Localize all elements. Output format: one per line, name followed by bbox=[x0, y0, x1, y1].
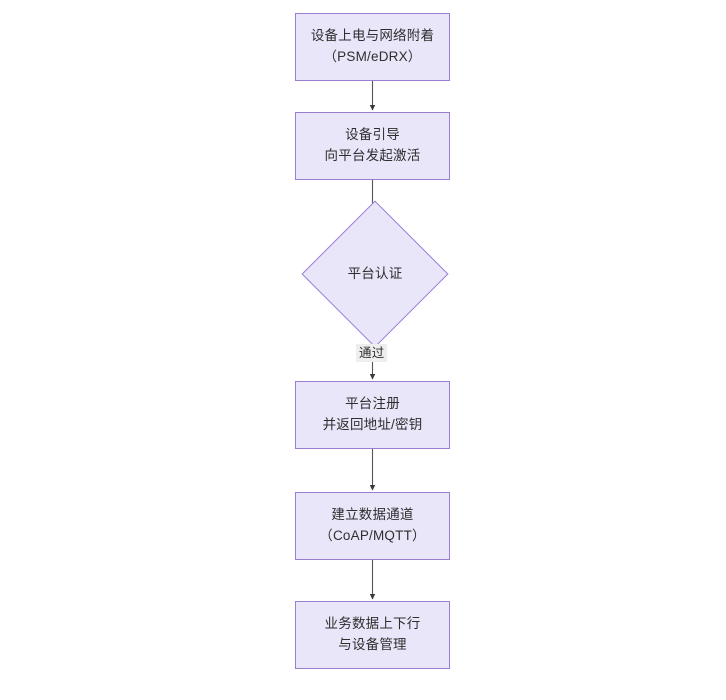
edge-label-pass: 通过 bbox=[356, 344, 388, 363]
node-line-1: 建立数据通道 bbox=[331, 507, 414, 523]
node-line-1: 设备上电与网络附着 bbox=[310, 28, 435, 44]
node-line-2: 向平台发起激活 bbox=[324, 148, 421, 163]
node-establish-data-channel[interactable]: 建立数据通道 （CoAP/MQTT） bbox=[295, 492, 450, 560]
node-line-1: 业务数据上下行 bbox=[324, 616, 421, 632]
node-platform-register[interactable]: 平台注册 并返回地址/密钥 bbox=[295, 381, 450, 449]
node-line-2: （PSM/eDRX） bbox=[323, 49, 422, 64]
node-line-2: （CoAP/MQTT） bbox=[319, 528, 426, 543]
node-line-1: 设备引导 bbox=[345, 127, 400, 143]
node-device-bootstrap[interactable]: 设备引导 向平台发起激活 bbox=[295, 112, 450, 180]
node-device-power-on[interactable]: 设备上电与网络附着 （PSM/eDRX） bbox=[295, 13, 450, 81]
node-line-2: 并返回地址/密钥 bbox=[322, 417, 423, 432]
node-line-1: 平台认证 bbox=[347, 265, 403, 281]
node-business-data-and-device-management[interactable]: 业务数据上下行 与设备管理 bbox=[295, 601, 450, 669]
node-platform-auth-label: 平台认证 bbox=[323, 222, 427, 326]
node-line-1: 平台注册 bbox=[345, 396, 400, 412]
node-line-2: 与设备管理 bbox=[338, 637, 407, 652]
